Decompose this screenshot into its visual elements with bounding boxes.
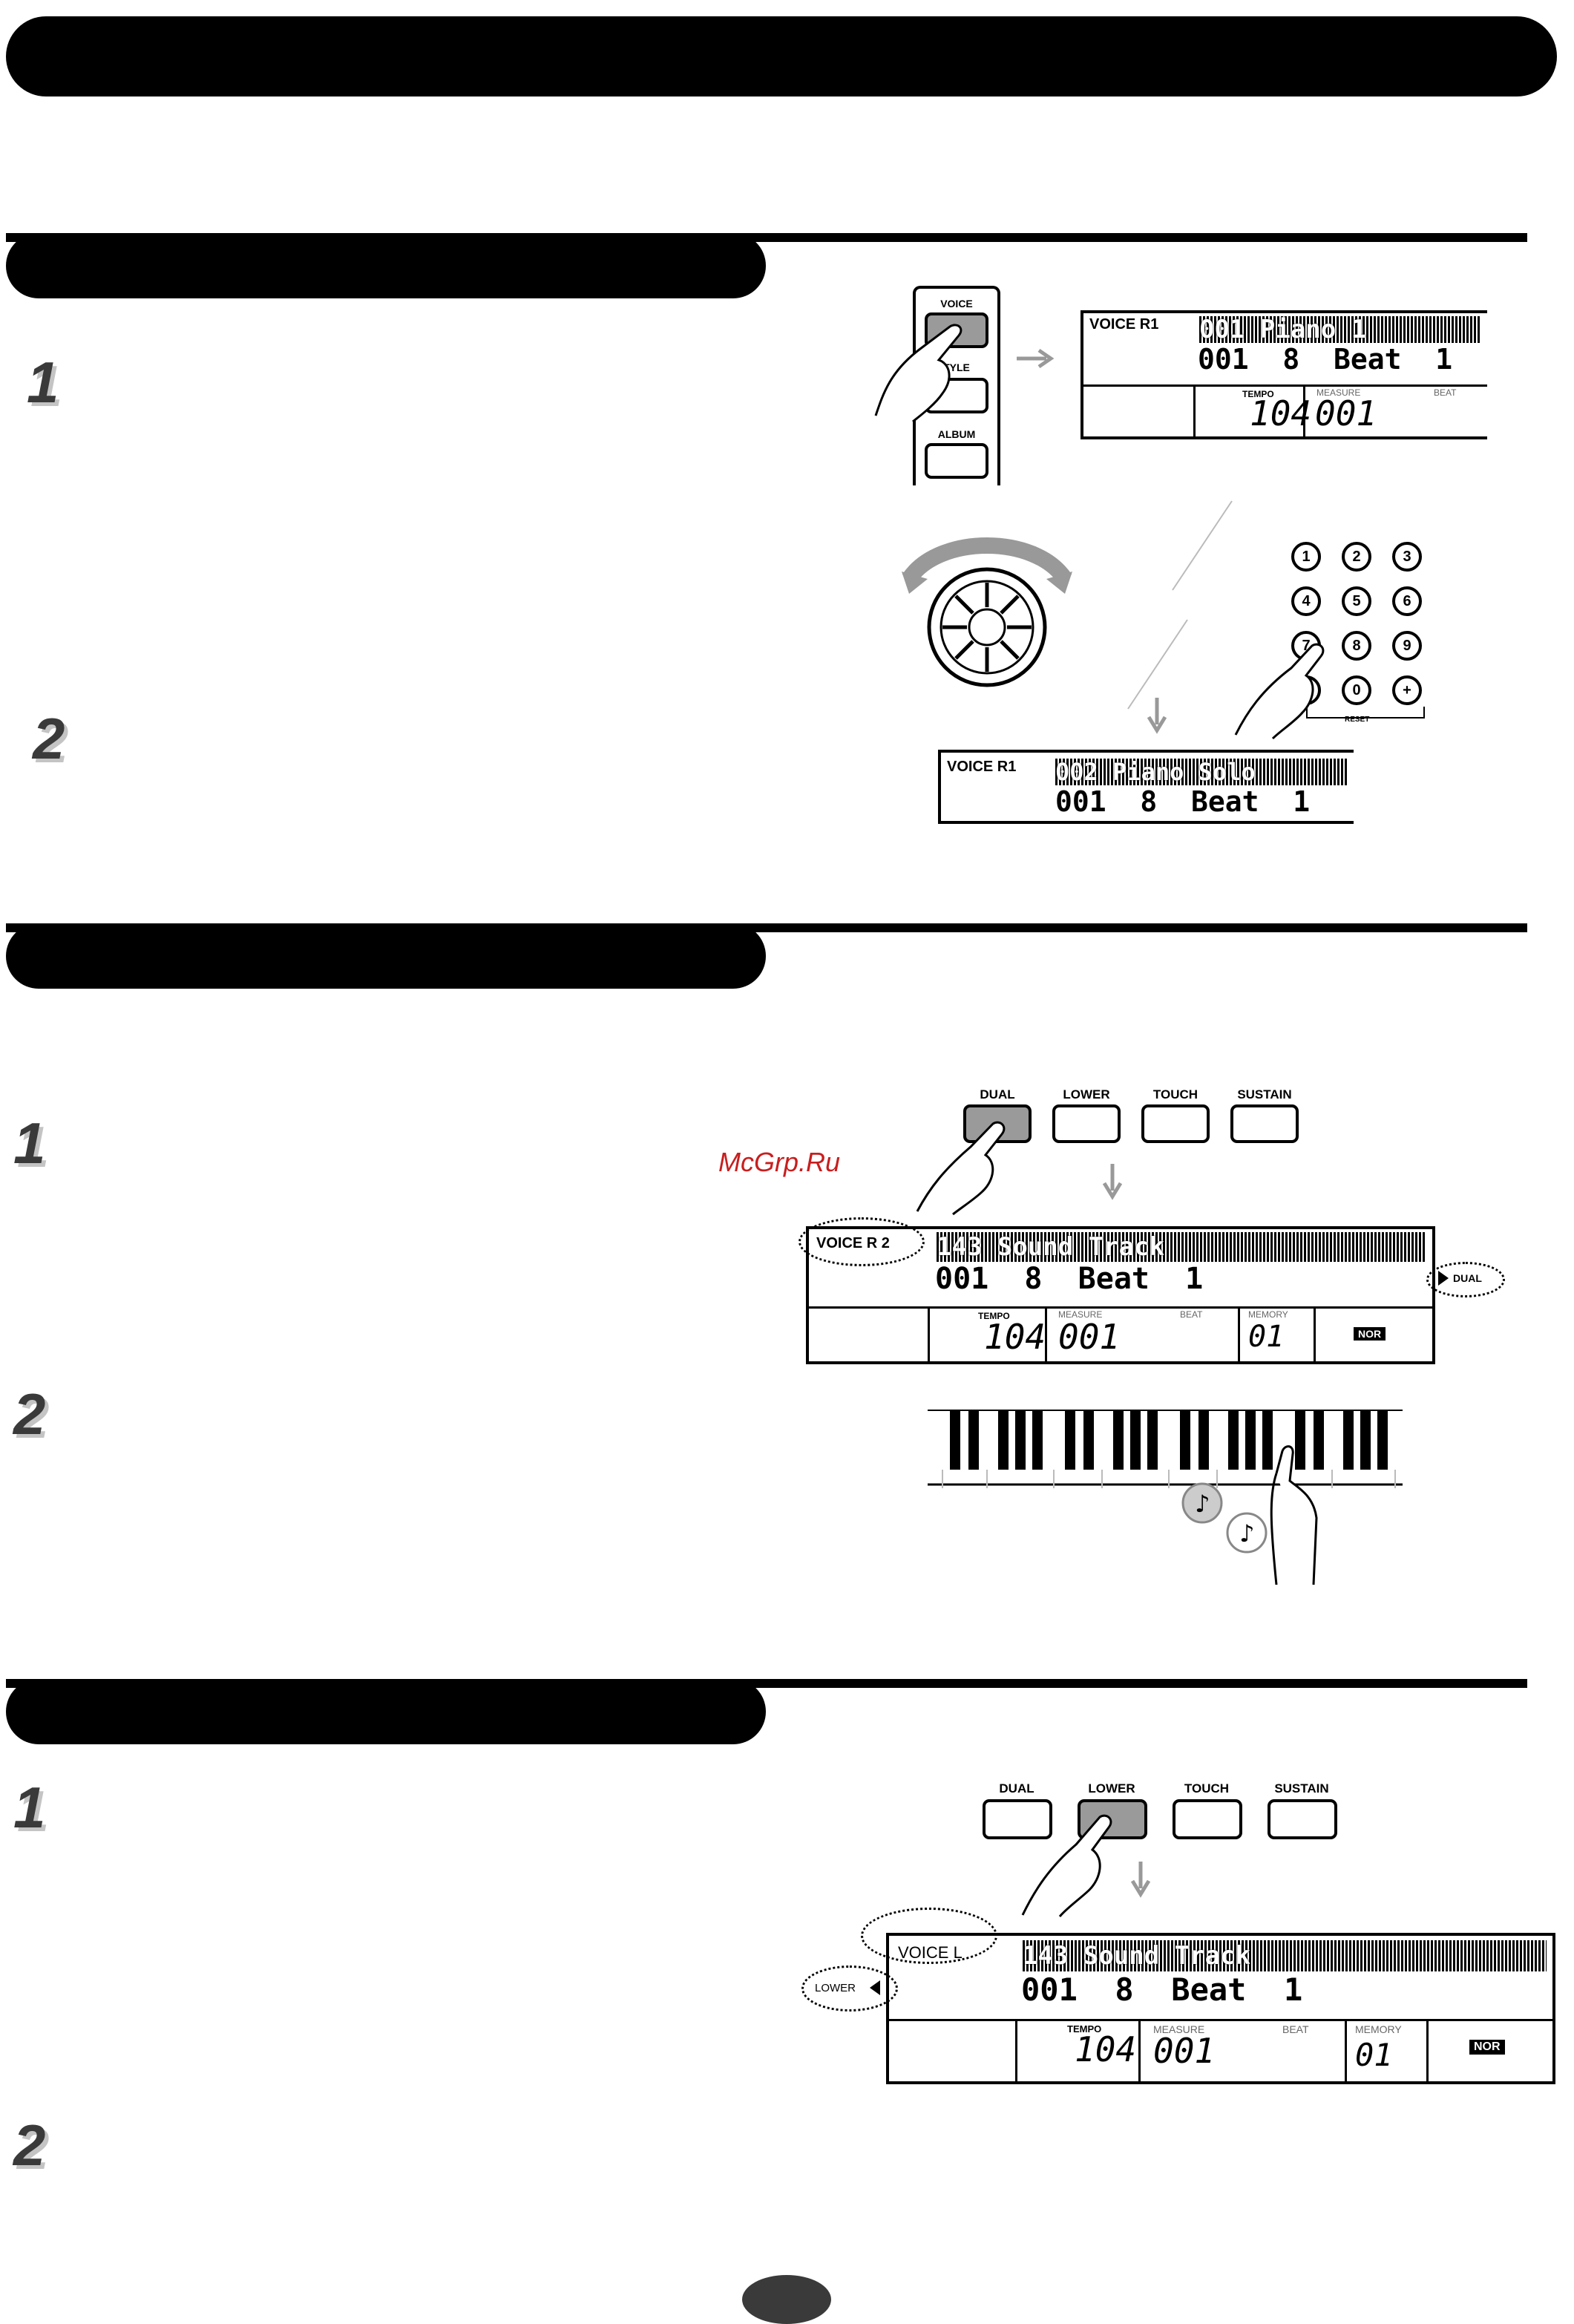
step-1-number: 1 xyxy=(13,1110,46,1176)
step-2-number: 2 xyxy=(13,2112,46,2178)
lcd3-line2: 001 8 Beat 1 xyxy=(935,1262,1204,1296)
album-label: ALBUM xyxy=(937,428,976,440)
lcd4-measure-label: MEASURE xyxy=(1153,2023,1205,2035)
lcd3-tempo-label: TEMPO xyxy=(978,1311,1010,1321)
lcd2-voice-name: 002 Piano Solo xyxy=(1055,759,1348,785)
key-5[interactable]: 5 xyxy=(1342,586,1371,616)
arrow-down-icon xyxy=(1102,1164,1123,1200)
lcd4-line2: 001 8 Beat 1 xyxy=(1021,1971,1303,2008)
lower-indicator-highlight xyxy=(801,1965,898,2012)
style-button[interactable] xyxy=(925,378,988,413)
touch-button[interactable] xyxy=(1173,1799,1242,1839)
lcd4-nor-badge: NOR xyxy=(1469,2040,1505,2055)
watermark: McGrp.Ru xyxy=(718,1147,841,1177)
lcd1-tempo-value: 104 xyxy=(1250,393,1312,433)
dual-indicator-highlight xyxy=(1426,1262,1505,1297)
dual-label: DUAL xyxy=(980,1087,1015,1102)
lcd4-voice-name: 143 Sound Track xyxy=(1023,1940,1547,1971)
key-2[interactable]: 2 xyxy=(1342,542,1371,572)
voice-r2-highlight xyxy=(799,1217,925,1266)
key-1[interactable]: 1 xyxy=(1291,542,1321,572)
step-1-number: 1 xyxy=(27,350,59,415)
lcd4-measure-value: 001 xyxy=(1153,2031,1216,2071)
style-label: TYLE xyxy=(943,361,970,373)
lower-indicator-label: LOWER xyxy=(815,1982,856,1994)
voice-label: VOICE xyxy=(940,298,973,310)
lcd-display-1: VOICE R1 001 Piano 1 001 8 Beat 1 TEMPO … xyxy=(1081,310,1487,439)
page-number-badge xyxy=(742,2275,831,2324)
dual-indicator-arrow xyxy=(1438,1271,1449,1286)
album-button[interactable] xyxy=(925,443,988,479)
section-3-header xyxy=(6,1679,766,1744)
lcd3-measure-value: 001 xyxy=(1058,1317,1121,1357)
data-dial-icon xyxy=(902,537,1072,687)
touch-label: TOUCH xyxy=(1184,1781,1230,1796)
sustain-label: SUSTAIN xyxy=(1237,1087,1292,1102)
key-0[interactable]: 0 xyxy=(1342,675,1371,705)
key-4[interactable]: 4 xyxy=(1291,586,1321,616)
pressing-hand-icon xyxy=(916,1121,1006,1216)
pressing-hand-icon xyxy=(1234,643,1325,740)
lcd4-tempo-value: 104 xyxy=(1075,2029,1137,2069)
key-3[interactable]: 3 xyxy=(1392,542,1422,572)
sustain-button[interactable] xyxy=(1268,1799,1337,1839)
lcd3-measure-label: MEASURE xyxy=(1058,1309,1103,1320)
keyboard-icon: ♪ ♪ xyxy=(928,1410,1403,1585)
lcd1-beat-label: BEAT xyxy=(1434,387,1457,398)
lower-button[interactable] xyxy=(1052,1104,1121,1143)
dual-label: DUAL xyxy=(999,1781,1034,1796)
lcd1-line2: 001 8 Beat 1 xyxy=(1198,343,1453,376)
lcd4-beat-label: BEAT xyxy=(1282,2023,1309,2035)
lcd3-nor-badge: NOR xyxy=(1354,1327,1386,1341)
key-plus[interactable]: + xyxy=(1392,675,1422,705)
lcd3-memory-label: MEMORY xyxy=(1248,1309,1288,1320)
svg-text:♪: ♪ xyxy=(1239,1519,1254,1548)
dual-indicator-label: DUAL xyxy=(1453,1272,1482,1284)
svg-text:♪: ♪ xyxy=(1195,1490,1210,1518)
lcd3-beat-label: BEAT xyxy=(1180,1309,1203,1320)
pressing-hand-icon xyxy=(1021,1814,1112,1917)
lower-label: LOWER xyxy=(1088,1781,1135,1796)
lower-label: LOWER xyxy=(1063,1087,1110,1102)
sustain-label: SUSTAIN xyxy=(1274,1781,1329,1796)
lcd-display-3: VOICE R 2 143 Sound Track 001 8 Beat 1 T… xyxy=(806,1226,1435,1364)
arrow-right-icon xyxy=(1017,348,1055,369)
dual-button[interactable] xyxy=(983,1799,1052,1839)
step-2-number: 2 xyxy=(33,706,65,771)
key-6[interactable]: 6 xyxy=(1392,586,1422,616)
lcd4-memory-value: 01 xyxy=(1355,2037,1393,2073)
divider-slash xyxy=(1127,500,1233,710)
lcd1-measure-label: MEASURE xyxy=(1316,387,1361,398)
sustain-button[interactable] xyxy=(1230,1104,1299,1143)
lcd1-mode: VOICE R1 xyxy=(1089,316,1159,333)
lcd2-mode: VOICE R1 xyxy=(947,759,1017,775)
lcd-display-2: VOICE R1 002 Piano Solo 001 8 Beat 1 xyxy=(938,750,1354,824)
lcd2-line2: 001 8 Beat 1 xyxy=(1055,785,1311,818)
step-1-number: 1 xyxy=(13,1775,46,1840)
lcd4-tempo-label: TEMPO xyxy=(1067,2023,1102,2035)
voice-l-highlight xyxy=(861,1908,997,1964)
section-1-header xyxy=(6,233,766,298)
key-8[interactable]: 8 xyxy=(1342,631,1371,661)
lower-indicator-arrow xyxy=(870,1980,880,1995)
arrow-down-icon xyxy=(1147,698,1167,734)
reset-label: RESET xyxy=(1345,716,1370,724)
lcd1-measure-value: 001 xyxy=(1315,393,1377,433)
lcd4-memory-label: MEMORY xyxy=(1355,2023,1402,2035)
arrow-down-icon xyxy=(1130,1862,1151,1898)
section-2-header xyxy=(6,923,766,989)
lcd3-tempo-value: 104 xyxy=(984,1317,1046,1357)
header-bar xyxy=(6,16,1557,96)
lcd3-memory-value: 01 xyxy=(1248,1320,1285,1354)
lcd1-voice-name: 001 Piano 1 xyxy=(1199,316,1481,343)
pressing-hand-icon xyxy=(874,324,963,423)
lcd3-voice-name: 143 Sound Track xyxy=(937,1232,1426,1262)
step-2-number: 2 xyxy=(13,1381,46,1447)
lcd-display-4: VOICE L 143 Sound Track 001 8 Beat 1 TEM… xyxy=(886,1933,1555,2084)
lcd1-tempo-label: TEMPO xyxy=(1242,389,1274,399)
touch-button[interactable] xyxy=(1141,1104,1210,1143)
key-9[interactable]: 9 xyxy=(1392,631,1422,661)
touch-label: TOUCH xyxy=(1152,1087,1198,1102)
